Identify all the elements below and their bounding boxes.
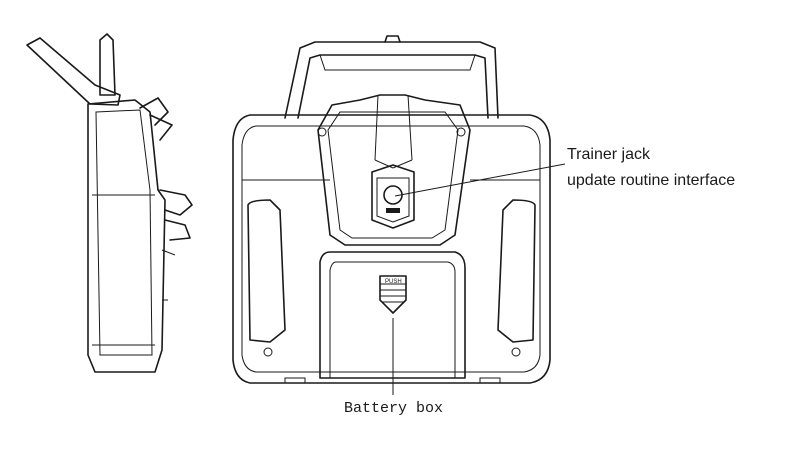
trainer-jack-leader: [394, 163, 566, 197]
push-label: PUSH: [385, 279, 402, 285]
battery-box-label: Battery box: [344, 400, 444, 417]
trainer-jack-label: Trainer jack: [567, 146, 650, 163]
front-view: [232, 35, 551, 384]
side-view: [26, 33, 193, 373]
update-interface-label: update routine interface: [567, 172, 736, 189]
